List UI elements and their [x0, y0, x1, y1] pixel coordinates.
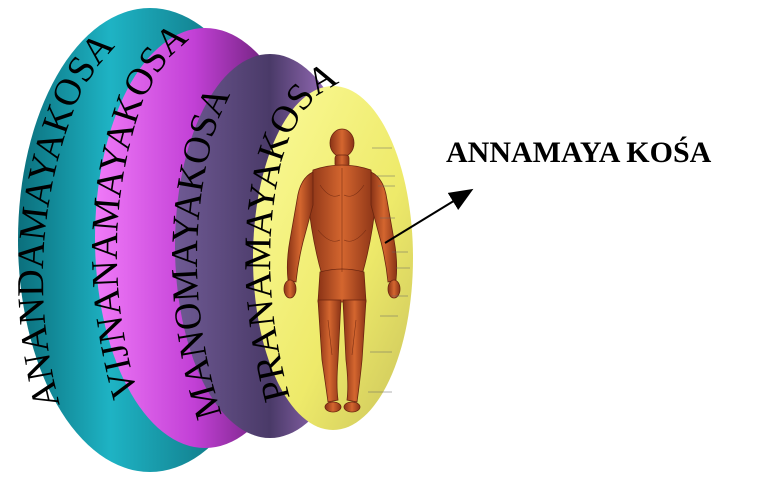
annamaya-label: ANNAMAYA KOŚA — [446, 136, 711, 170]
